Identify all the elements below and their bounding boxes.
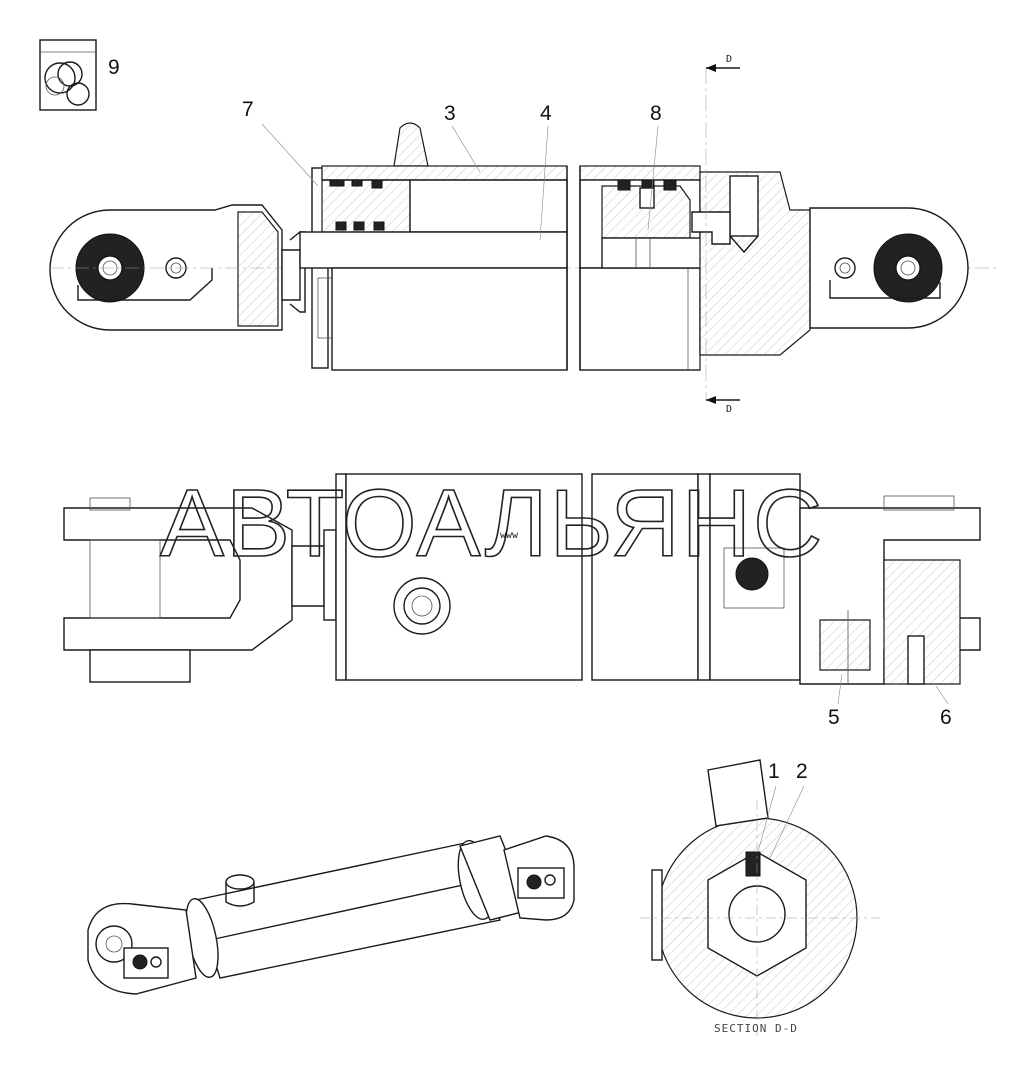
callout-5: 5 — [828, 706, 840, 729]
section-marker-bottom: D — [726, 404, 732, 415]
callout-6: 6 — [940, 706, 952, 729]
callout-4: 4 — [540, 102, 552, 125]
callout-7: 7 — [242, 98, 254, 121]
isometric-view — [87, 835, 575, 995]
section-d-d-view — [640, 759, 880, 1036]
section-caption: SECTION D-D — [714, 1022, 798, 1035]
watermark: АВТОАЛЬЯНС — [160, 470, 824, 577]
section-marker-top: D — [726, 54, 732, 65]
callout-9: 9 — [108, 56, 120, 79]
top-section-view — [49, 122, 1000, 371]
callout-8: 8 — [650, 102, 662, 125]
middle-outside-view — [63, 473, 981, 685]
callout-2: 2 — [796, 760, 808, 783]
section-line: D D — [705, 54, 740, 415]
seal-kit-icon — [39, 39, 97, 111]
callout-1: 1 — [768, 760, 780, 783]
callout-3: 3 — [444, 102, 456, 125]
watermark-small: www — [500, 530, 519, 541]
